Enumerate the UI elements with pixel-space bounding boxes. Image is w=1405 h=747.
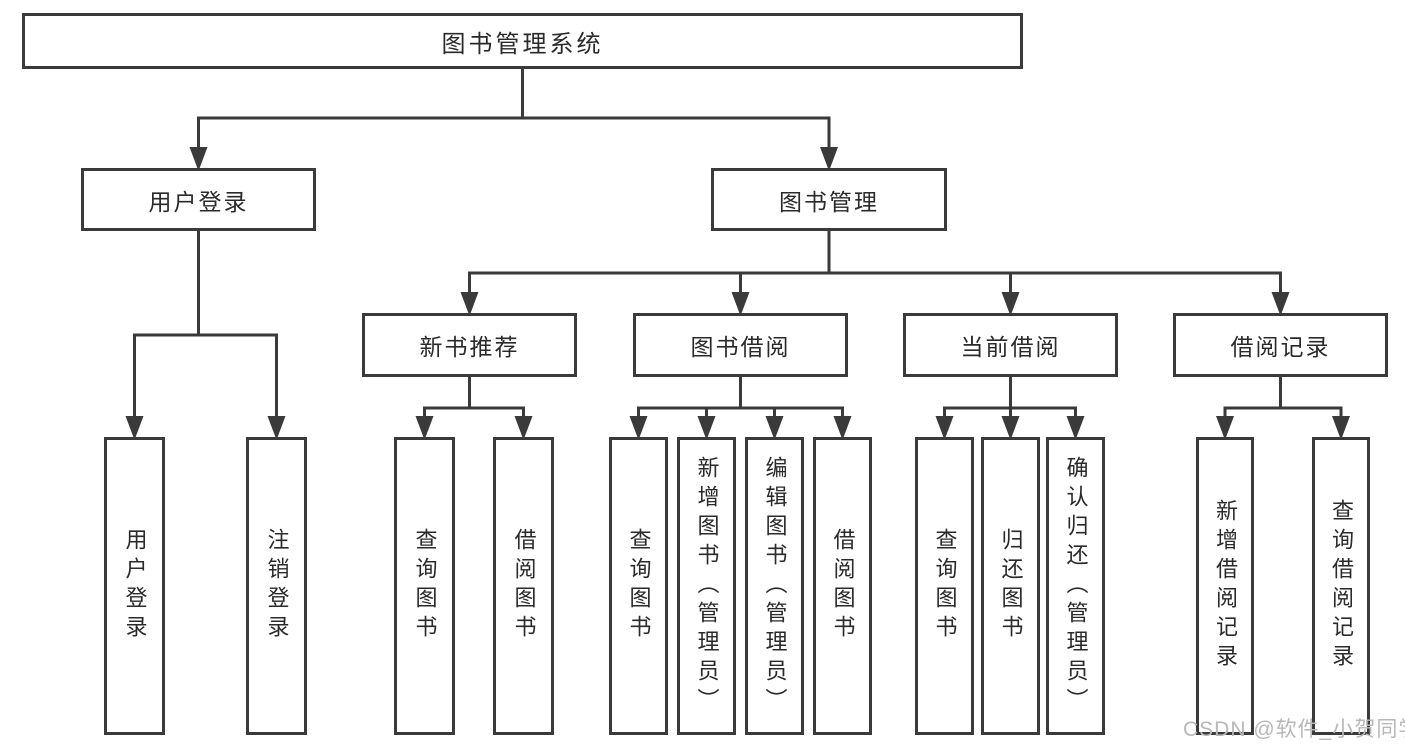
arrowhead-icon: [765, 416, 784, 440]
arrowhead-icon: [731, 292, 750, 316]
node-rec-borrow-books: 借阅图书: [493, 437, 554, 735]
node-br-add-record: 新增借阅记录: [1196, 437, 1254, 735]
node-cb-return-books: 归还图书: [981, 437, 1040, 735]
node-label-rec-borrow-books: 借阅图书: [511, 528, 537, 644]
arrowhead-icon: [1332, 416, 1350, 440]
node-logout-action: 注销登录: [246, 437, 307, 735]
node-label-bb-edit-books: 编辑图书（管理员）: [762, 455, 788, 717]
arrowhead-icon: [1001, 292, 1020, 316]
node-label-new-book-recommend: 新书推荐: [419, 334, 520, 360]
node-label-cb-return-books: 归还图书: [998, 528, 1024, 644]
arrowhead-icon: [514, 416, 533, 440]
node-label-br-query-record: 查询借阅记录: [1329, 499, 1354, 673]
node-label-book-borrow: 图书借阅: [690, 334, 791, 360]
arrowhead-icon: [1271, 292, 1290, 316]
node-new-book-recommend: 新书推荐: [362, 313, 577, 377]
arrowhead-icon: [833, 416, 852, 440]
node-bb-add-books: 新增图书（管理员）: [677, 437, 736, 735]
node-current-borrow: 当前借阅: [903, 313, 1118, 377]
node-label-logout-action: 注销登录: [264, 528, 290, 644]
arrowhead-icon: [1066, 416, 1085, 440]
node-label-br-add-record: 新增借阅记录: [1213, 499, 1238, 673]
node-cb-query-books: 查询图书: [915, 437, 974, 735]
node-label-book-mgmt: 图书管理: [779, 188, 879, 215]
arrowhead-icon: [697, 416, 716, 440]
arrowhead-icon: [460, 292, 479, 316]
node-label-borrow-records: 借阅记录: [1230, 334, 1331, 360]
node-rec-query-books: 查询图书: [394, 437, 455, 735]
node-label-login-action: 用户登录: [122, 528, 148, 644]
node-bb-borrow-books: 借阅图书: [813, 437, 872, 735]
node-user-login: 用户登录: [81, 168, 316, 231]
arrowhead-icon: [820, 147, 838, 171]
node-cb-confirm-return: 确认归还（管理员）: [1046, 437, 1105, 735]
node-label-bb-add-books: 新增图书（管理员）: [694, 455, 720, 717]
node-bb-edit-books: 编辑图书（管理员）: [745, 437, 804, 735]
node-label-cb-confirm-return: 确认归还（管理员）: [1063, 455, 1089, 717]
node-bb-query-books: 查询图书: [609, 437, 668, 735]
arrowhead-icon: [935, 416, 954, 440]
arrowhead-icon: [1001, 416, 1020, 440]
arrowhead-icon: [189, 147, 208, 171]
node-label-bb-borrow-books: 借阅图书: [830, 528, 856, 644]
node-login-action: 用户登录: [104, 437, 165, 735]
node-br-query-record: 查询借阅记录: [1312, 437, 1370, 735]
node-book-borrow: 图书借阅: [633, 313, 848, 377]
node-book-mgmt: 图书管理: [711, 168, 947, 231]
node-label-cb-query-books: 查询图书: [932, 528, 958, 644]
arrowhead-icon: [1216, 416, 1234, 440]
arrowhead-icon: [629, 416, 648, 440]
node-label-bb-query-books: 查询图书: [626, 528, 652, 644]
arrowhead-icon: [125, 416, 144, 440]
node-label-root: 图书管理系统: [441, 30, 604, 58]
arrowhead-icon: [267, 416, 286, 440]
node-label-rec-query-books: 查询图书: [412, 528, 438, 644]
node-label-user-login: 用户登录: [148, 188, 249, 215]
watermark: CSDN @软件_小贺同学: [1183, 718, 1405, 741]
node-borrow-records: 借阅记录: [1173, 313, 1388, 377]
node-root: 图书管理系统: [22, 13, 1023, 69]
node-label-current-borrow: 当前借阅: [960, 334, 1061, 360]
arrowhead-icon: [415, 416, 434, 440]
